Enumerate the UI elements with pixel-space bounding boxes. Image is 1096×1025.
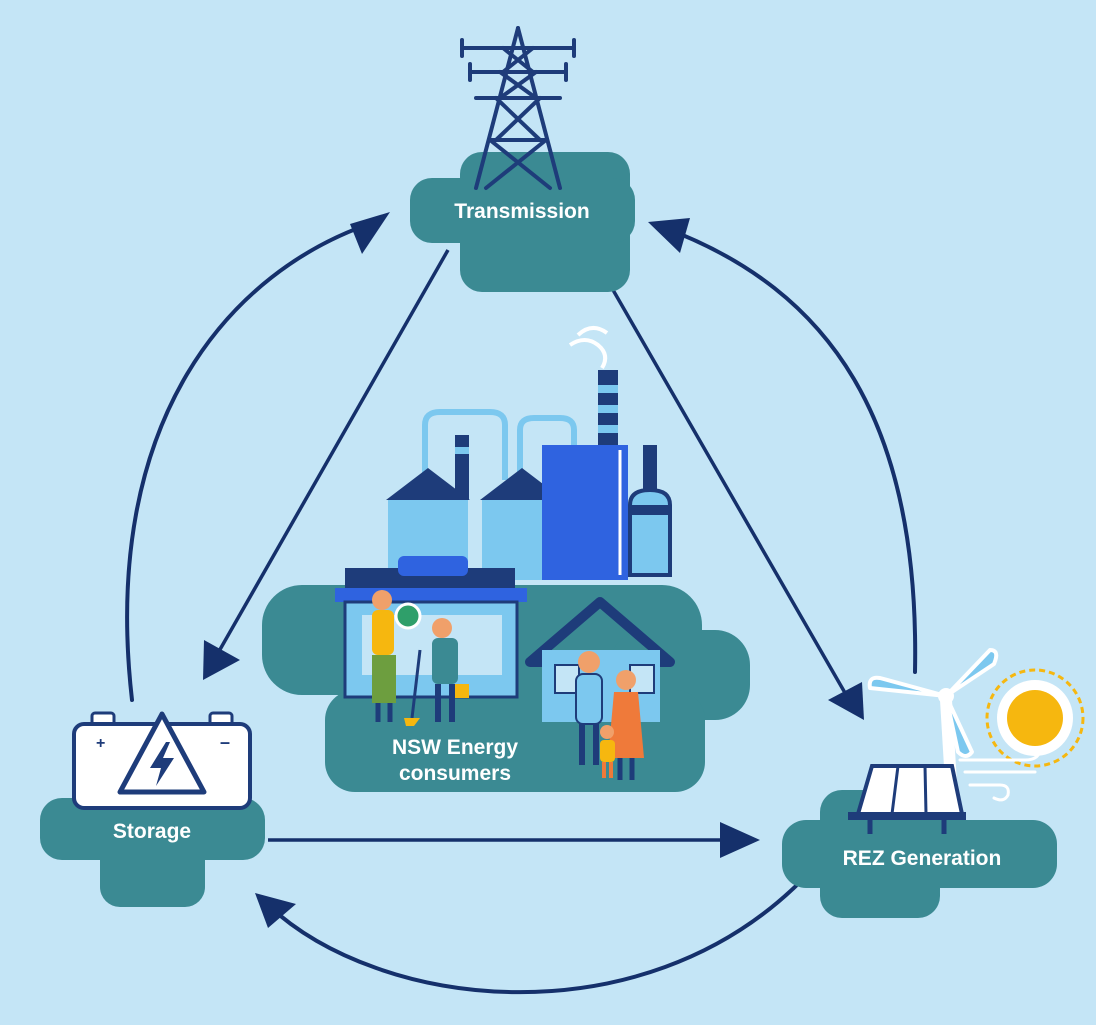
arrowhead-storage-to-generation <box>720 822 760 858</box>
transmission-blob-front <box>410 178 635 243</box>
arrowhead-to-transmission-left <box>350 212 390 254</box>
storage-label: Storage <box>113 820 191 843</box>
storage-node: + – Storage <box>40 711 265 907</box>
transmission-tower-icon <box>460 26 576 190</box>
arc-storage-to-transmission <box>125 220 377 702</box>
battery-icon: + – <box>72 711 252 810</box>
outer-cycle-arrows <box>125 220 918 995</box>
storage-blob-front <box>40 798 265 860</box>
transmission-node: Transmission <box>410 26 635 292</box>
arrowhead-to-storage-bottom <box>255 893 296 928</box>
arrowhead-to-generation <box>828 682 864 720</box>
line-transmission-to-storage <box>212 249 450 661</box>
generation-label: REZ Generation <box>843 847 1002 870</box>
industry-icon <box>386 326 672 580</box>
consumers-label-line2: consumers <box>399 762 511 785</box>
consumers-node: NSW Energy consumers <box>262 326 750 792</box>
arc-generation-to-transmission <box>663 226 918 674</box>
transmission-label: Transmission <box>454 200 589 223</box>
shop-icon <box>335 556 527 699</box>
arc-generation-to-storage <box>266 880 802 995</box>
outer-arrowheads <box>255 212 690 928</box>
solar-panel-icon <box>848 764 966 834</box>
sun-icon <box>985 668 1085 768</box>
svg-text:–: – <box>220 732 230 752</box>
generation-blob-front <box>782 820 1057 888</box>
line-transmission-to-generation <box>588 249 854 706</box>
inner-arrowheads <box>203 640 864 858</box>
generation-node: REZ Generation <box>782 648 1085 918</box>
wind-icon <box>958 746 1042 802</box>
consumers-label-line1: NSW Energy <box>392 736 518 759</box>
people-icon <box>372 590 644 780</box>
inner-arrows <box>212 249 854 842</box>
arrowhead-to-storage <box>203 640 240 680</box>
svg-text:+: + <box>96 735 105 752</box>
arrowhead-to-transmission-right <box>648 218 690 253</box>
